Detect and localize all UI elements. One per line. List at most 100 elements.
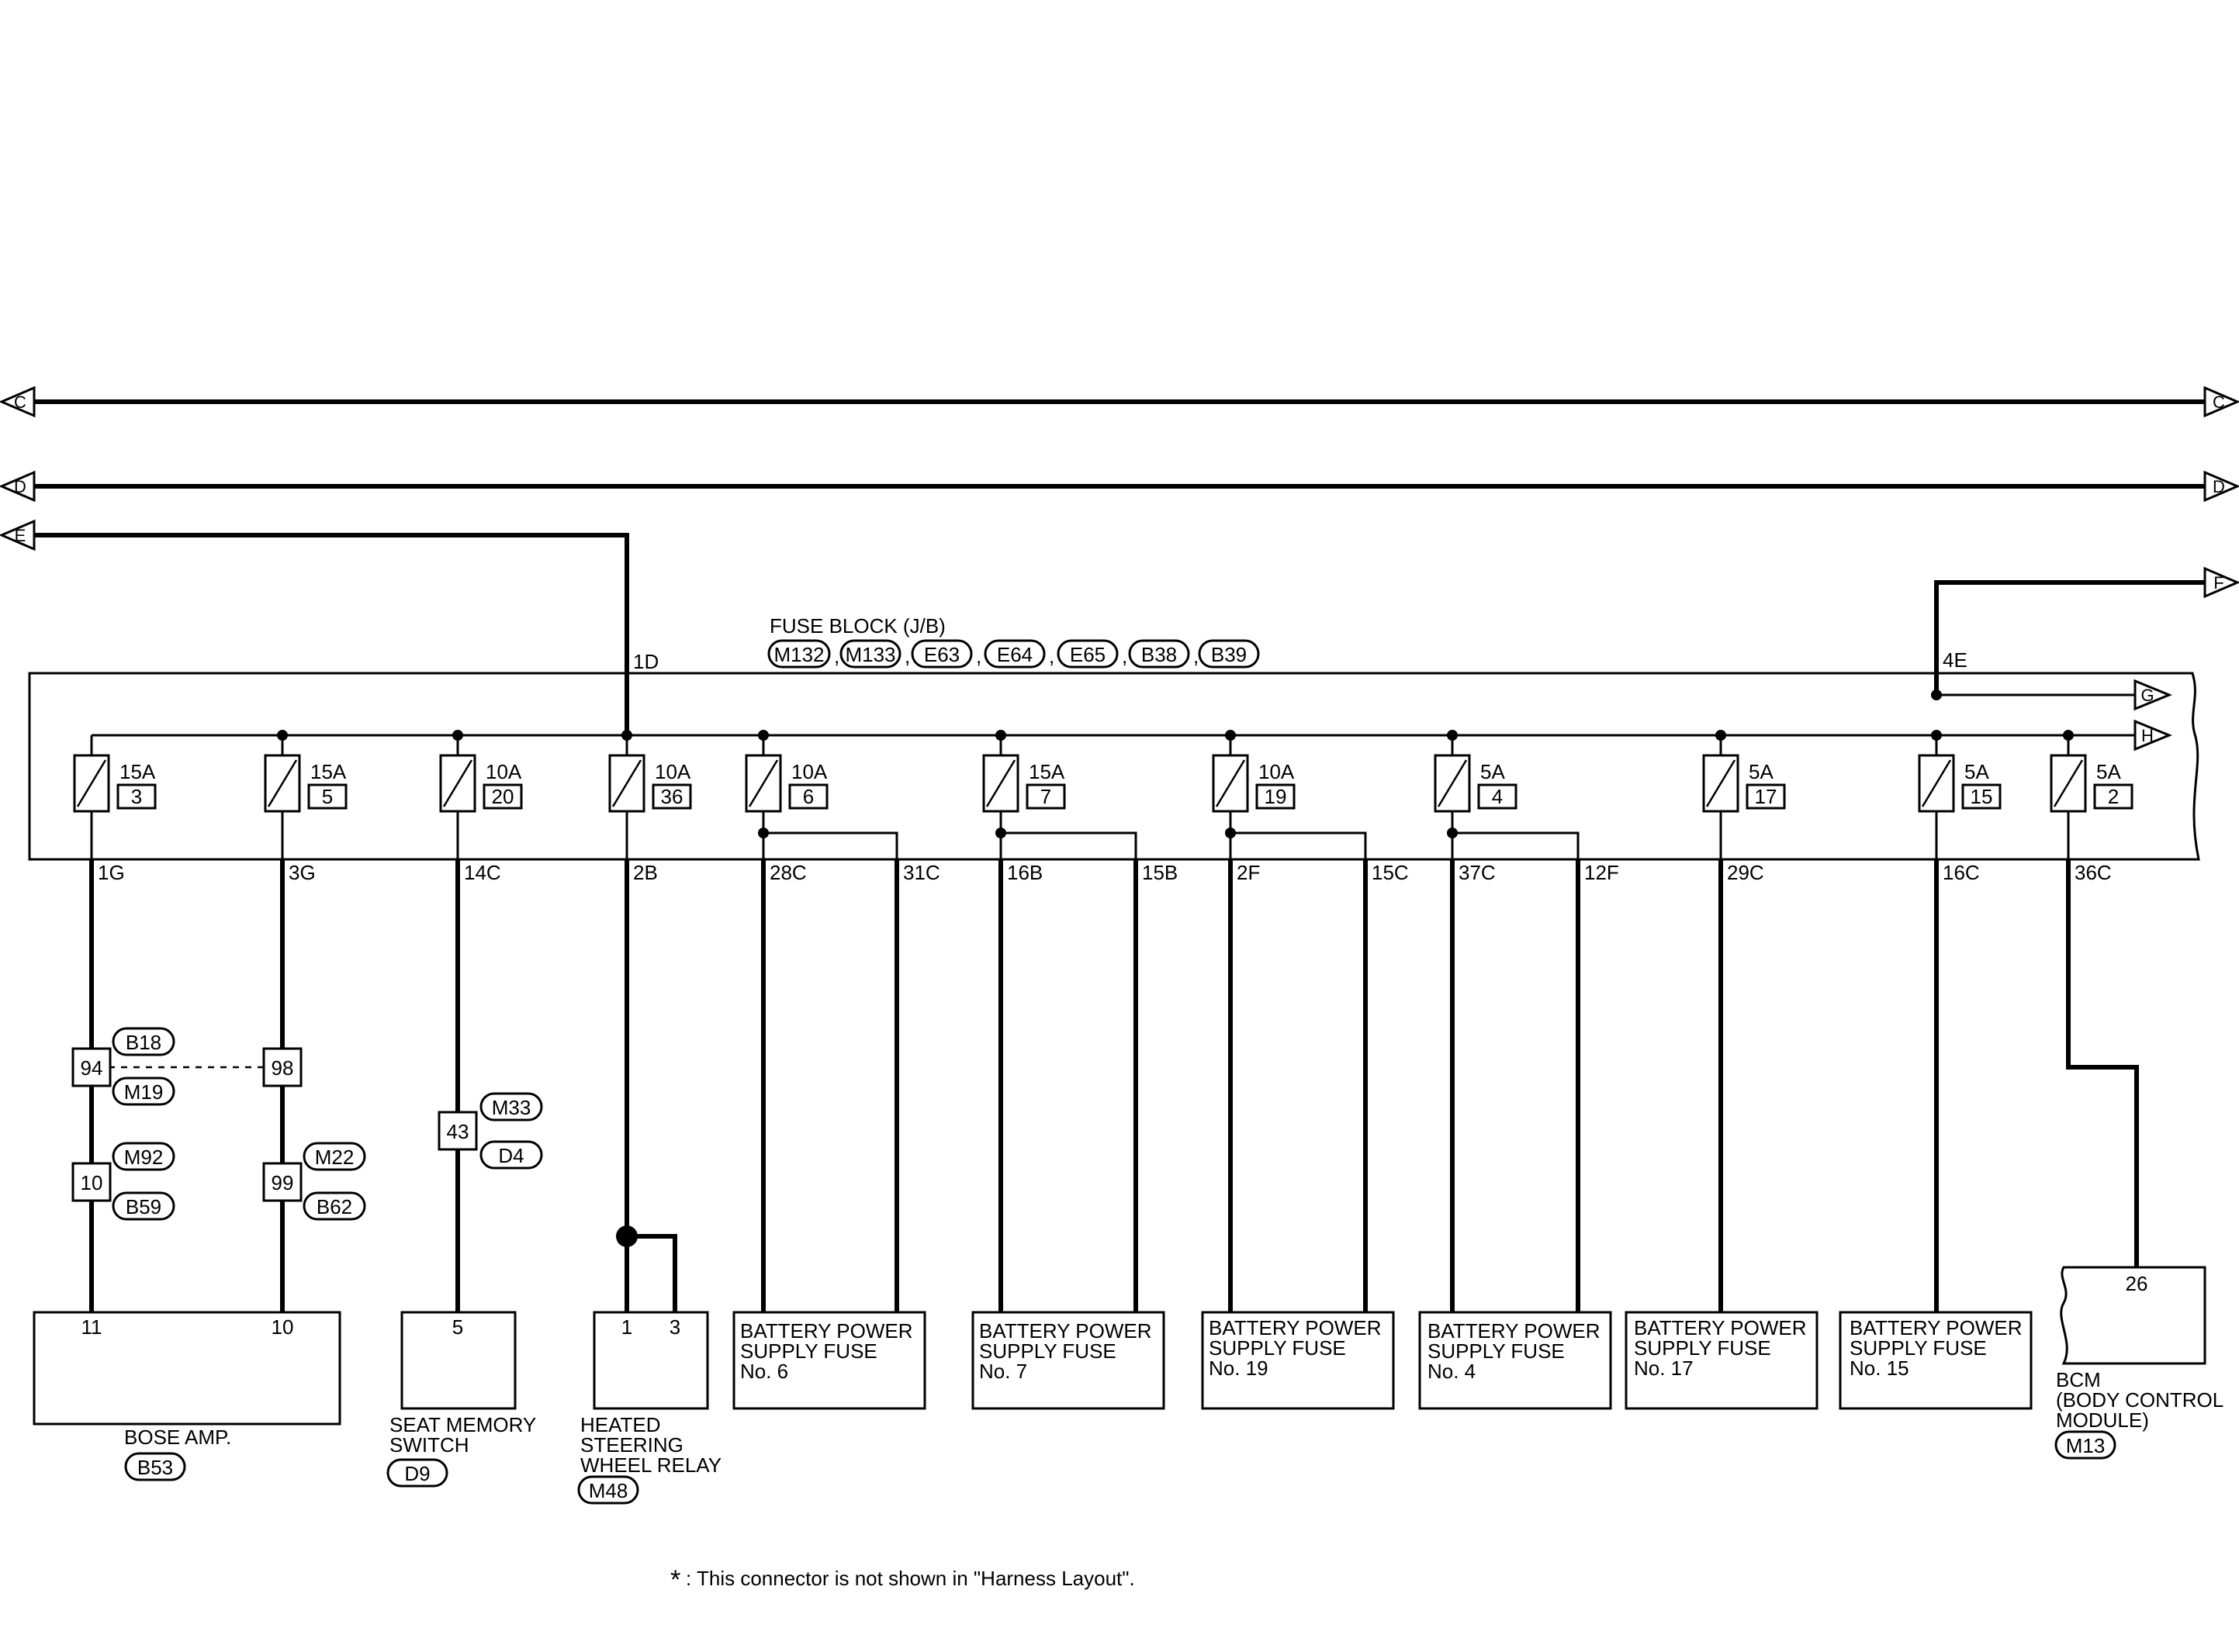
fuse-amperage: 15A	[119, 760, 156, 783]
fuse-terminal: 3G	[289, 861, 316, 884]
fuse-element	[2053, 759, 2084, 807]
connector-m33	[479, 1092, 543, 1121]
fuse-amperage: 5A	[1964, 760, 1989, 783]
seat-memory-name-2: SWITCH	[389, 1433, 469, 1457]
fuse-split-wire	[1230, 831, 1367, 859]
bus-junction-dot	[621, 730, 632, 741]
fuse-terminal: 2B	[633, 861, 658, 884]
fuse-element	[442, 759, 473, 807]
fuse-block-connector-label: E63	[924, 643, 960, 666]
splice-dot	[616, 1225, 638, 1247]
fuse-terminal: 1G	[98, 861, 125, 884]
fuse-block-header: FUSE BLOCK (J/B) M132,M133,E63,E64,E65,B…	[767, 614, 1260, 669]
fuse-number-box	[307, 783, 348, 810]
split-junction-dot	[995, 828, 1006, 838]
fuse-number: 15	[1971, 785, 1993, 808]
bose-amp-name: BOSE AMP.	[124, 1426, 231, 1449]
bcm-pin-26: 26	[2126, 1272, 2148, 1295]
bose-amp-pin-11: 11	[81, 1315, 102, 1339]
fuse-number-box	[116, 783, 157, 810]
fuse-element	[1921, 759, 1952, 807]
fuse-block-connector-separator: ,	[1193, 645, 1199, 668]
heated-relay-pin-1: 1	[621, 1315, 632, 1339]
fuse-number: 19	[1265, 785, 1287, 808]
terminal-4e: 4E	[1943, 648, 1967, 672]
arrow-h-label: H	[2141, 726, 2154, 745]
fuse-element	[267, 759, 298, 807]
fuse-number-box	[788, 783, 829, 810]
fuse-block-connector	[1198, 639, 1260, 669]
seat-memory-box	[400, 1311, 517, 1410]
fuse-block-connector	[839, 639, 901, 669]
fuse-terminal: 29C	[1727, 861, 1764, 884]
fuse-element	[985, 759, 1016, 807]
connector-b18-label: B18	[126, 1031, 161, 1054]
fuse-block-connector	[1128, 639, 1190, 669]
fuse-element	[1437, 759, 1468, 807]
pin-99: 99	[272, 1171, 294, 1194]
connector-m48-label: M48	[589, 1479, 628, 1502]
fuse-block-connector-separator: ,	[1122, 645, 1127, 668]
fuse-amperage: 10A	[655, 760, 691, 783]
bcm-name-1: BCM	[2056, 1368, 2101, 1391]
battery-fuse-15-line-2: SUPPLY FUSE	[1850, 1336, 1987, 1360]
pin-98: 98	[272, 1056, 294, 1080]
connector-b62	[303, 1191, 366, 1221]
connector-m48	[577, 1475, 639, 1505]
arrow-c-left-label: C	[14, 392, 26, 412]
fuse-block-outline	[28, 672, 2200, 861]
fuse-amperage: 10A	[1258, 760, 1295, 783]
battery-fuse-4-line-3: No. 4	[1427, 1360, 1476, 1383]
fuse-block-connector-separator: ,	[905, 645, 910, 668]
seat-memory-pin-5: 5	[452, 1315, 463, 1339]
connector-b53-label: B53	[137, 1456, 173, 1479]
heated-relay-box	[593, 1311, 709, 1410]
fuse-element	[76, 759, 107, 807]
fuse-number: 4	[1492, 785, 1503, 808]
arrow-g-label: G	[2140, 686, 2154, 705]
fuse-element	[1215, 759, 1246, 807]
arrow-e-left-label: E	[15, 526, 26, 545]
fuse-block-connector-separator: ,	[1049, 645, 1054, 668]
fuse-terminal: 15C	[1372, 861, 1409, 884]
fuse-split-wire	[1452, 831, 1580, 859]
inline-connector-98	[262, 1047, 303, 1087]
connector-d9	[386, 1458, 448, 1488]
heated-relay-name-3: WHEEL RELAY	[580, 1453, 722, 1477]
battery-fuse-4-box	[1418, 1311, 1612, 1410]
bus-wires	[34, 399, 2205, 735]
inline-connector-94	[71, 1047, 112, 1087]
fuse-number: 5	[322, 785, 333, 808]
fuse-number-box	[652, 783, 692, 810]
connector-m13-label: M13	[2066, 1434, 2106, 1457]
split-junction-dot	[1447, 828, 1458, 838]
fuse-amperage: 5A	[1749, 760, 1774, 783]
components: 11 10 BOSE AMP. B53 5 SEAT MEMORY SWITCH…	[33, 1266, 2223, 1505]
connector-b59	[112, 1191, 175, 1221]
heated-relay-pin-3: 3	[670, 1315, 680, 1339]
fuse-block-connector	[1057, 639, 1119, 669]
fuse-block-connector-label: E65	[1070, 643, 1106, 666]
inline-connectors: 94 B18 M19 98 10 M92 B59 99 M22 B62 43 M…	[71, 1027, 543, 1221]
split-junction-dot	[1225, 828, 1236, 838]
heated-relay-name-2: STEERING	[580, 1433, 683, 1457]
seat-memory-name-1: SEAT MEMORY	[389, 1413, 536, 1436]
bus-f	[1934, 580, 2205, 693]
battery-fuse-6-line-3: No. 6	[740, 1360, 788, 1383]
fuse-block-connector-label: M132	[773, 643, 824, 666]
bus-junction-dot	[1447, 730, 1458, 741]
bus-junction-dot	[277, 730, 288, 741]
pin-94: 94	[81, 1056, 103, 1080]
battery-fuse-19-line-2: SUPPLY FUSE	[1209, 1336, 1346, 1360]
inline-connector-43	[438, 1111, 478, 1151]
fuse-number-box	[1255, 783, 1296, 810]
connector-m92-label: M92	[124, 1146, 164, 1169]
battery-fuse-4-line-1: BATTERY POWER	[1427, 1319, 1601, 1343]
battery-fuse-19-box	[1201, 1311, 1395, 1410]
connector-b59-label: B59	[126, 1195, 161, 1218]
bus-junction-dot	[1225, 730, 1236, 741]
battery-fuse-6-box	[732, 1311, 926, 1410]
fuse-terminal: 2F	[1237, 861, 1260, 884]
connector-m19	[112, 1077, 175, 1106]
